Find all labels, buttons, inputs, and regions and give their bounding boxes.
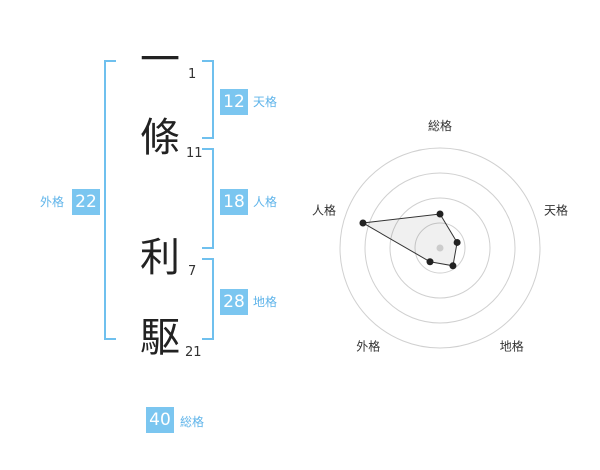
radar-axis-label-4: 外格 (356, 339, 380, 354)
chikaku-bracket (202, 258, 214, 340)
radar-point-5 (359, 219, 367, 227)
gaikaku-label: 外格 (40, 195, 65, 209)
radar-axis-label-2: 天格 (544, 202, 568, 217)
chikaku-value: 28 (220, 289, 248, 315)
radar-axis-label-3: 地格 (500, 339, 524, 354)
jinkaku-bracket (202, 148, 214, 249)
gaikaku-bracket (104, 60, 116, 340)
soukaku-value: 40 (146, 407, 174, 433)
name-char-1: 一 (140, 37, 180, 83)
stroke-count-4: 21 (185, 345, 202, 360)
radar-axis-label-5: 人格 (312, 202, 336, 217)
radar-point-2 (453, 238, 461, 246)
radar-polygon (361, 213, 458, 267)
name-char-4: 駆 (140, 315, 180, 361)
radar-axis-label-1: 総格 (428, 118, 452, 133)
name-char-3: 利 (140, 235, 180, 281)
radar-ring (339, 147, 541, 349)
tenkaku-value: 12 (220, 89, 248, 115)
radar-ring (414, 222, 466, 274)
radar-point-1 (436, 210, 444, 218)
radar-ring (364, 172, 516, 324)
tenkaku-bracket (202, 60, 214, 139)
stroke-count-2: 11 (186, 146, 203, 161)
stroke-count-1: 1 (188, 67, 197, 82)
radar-center (436, 244, 444, 252)
radar-ring (389, 197, 491, 299)
radar-point-3 (449, 262, 457, 270)
name-char-2: 條 (140, 115, 180, 161)
jinkaku-label: 人格 (253, 195, 278, 209)
tenkaku-label: 天格 (253, 95, 278, 109)
stroke-count-3: 7 (188, 264, 197, 279)
radar-point-4 (426, 258, 434, 266)
chikaku-label: 地格 (253, 295, 278, 309)
gaikaku-value: 22 (72, 189, 100, 215)
soukaku-label: 総格 (180, 415, 205, 429)
jinkaku-value: 18 (220, 189, 248, 215)
